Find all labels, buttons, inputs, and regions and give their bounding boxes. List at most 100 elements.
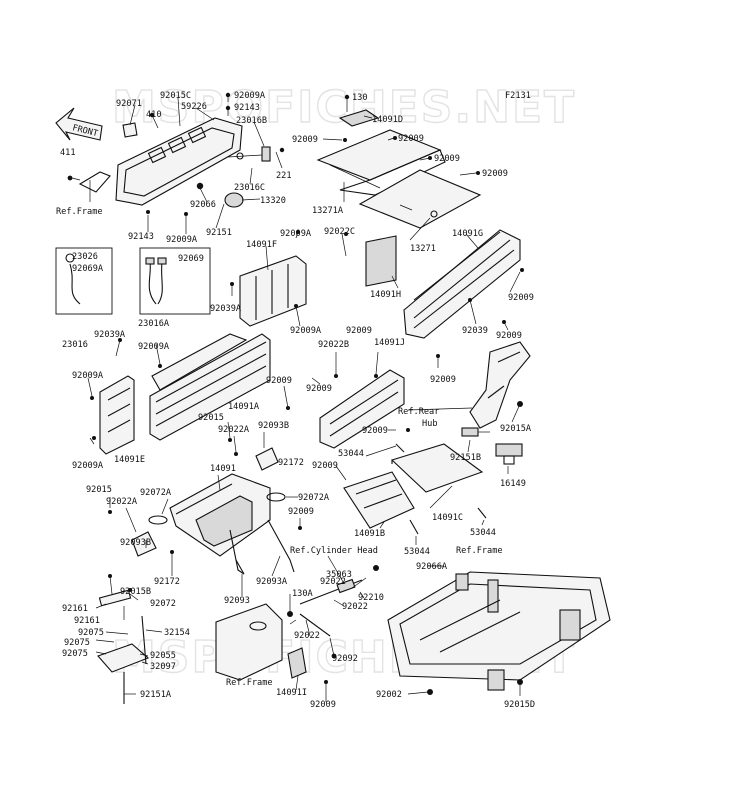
label-92071: 92071 — [116, 99, 142, 109]
label-92009-m: 92009 — [288, 507, 314, 517]
strap-92161 — [98, 589, 132, 607]
label-23016c: 23016C — [234, 183, 265, 193]
clamp-92072a-left — [148, 515, 168, 525]
ref-rear-hub-line1: Ref.Rear — [398, 407, 439, 417]
label-92009a-c: 92009A — [280, 229, 312, 239]
clamp-92072a — [266, 492, 286, 502]
figure-code: F2131 — [505, 91, 531, 101]
label-53044-a: 53044 — [338, 449, 364, 459]
ref-rear-hub-line2: Hub — [422, 419, 438, 429]
cylinder-head-rod — [299, 578, 363, 637]
label-14091: 14091 — [210, 464, 236, 474]
label-92015-b: 92015 — [86, 485, 112, 495]
sensor-13320 — [224, 192, 244, 208]
bolt-32154 — [141, 615, 147, 665]
label-92009-k: 92009 — [362, 426, 388, 436]
label-92066: 92066 — [190, 200, 216, 210]
label-92015c: 92015C — [160, 91, 191, 101]
label-92072a-b: 92072A — [298, 493, 330, 503]
label-32097: 32097 — [150, 662, 176, 672]
label-92009-b: 92009 — [398, 134, 424, 144]
label-92039a-b: 92039A — [94, 330, 126, 340]
ref-frame-bottom: Ref.Frame — [226, 678, 273, 688]
label-92092: 92092 — [332, 654, 358, 664]
lower-left-frame — [215, 603, 307, 681]
label-92009-c: 92009 — [434, 154, 460, 164]
label-92161-a: 92161 — [62, 604, 88, 614]
part-labels: 92071 410 92015C 59226 92009A 92143 2301… — [60, 91, 535, 710]
reference-labels: Ref.Frame Ref.Rear Hub Ref.Cylinder Head… — [56, 207, 503, 688]
label-92009a-top: 92009A — [234, 91, 266, 101]
ref-frame-bracket-1 — [78, 171, 111, 202]
label-32154: 32154 — [164, 628, 190, 638]
label-411: 411 — [60, 148, 76, 158]
front-cover-panel — [115, 117, 243, 206]
label-53044-b: 53044 — [470, 528, 496, 538]
panel-14091j — [319, 369, 405, 449]
label-92015b: 92015B — [120, 587, 151, 597]
label-92009a-e: 92009A — [290, 326, 322, 336]
harness-box-left — [55, 247, 113, 315]
label-92022-a: 92022 — [320, 577, 346, 587]
label-92075-a: 92075 — [78, 628, 104, 638]
label-23016a: 23016A — [138, 319, 170, 329]
label-13271: 13271 — [410, 244, 436, 254]
label-92075-c: 92075 — [62, 649, 88, 659]
stay-92093a — [235, 519, 295, 575]
label-16149: 16149 — [500, 479, 526, 489]
label-92009-g: 92009 — [346, 326, 372, 336]
label-92093: 92093 — [224, 596, 250, 606]
harness-box-right — [139, 247, 211, 315]
label-92009a-g: 92009A — [72, 461, 104, 471]
label-92009-i: 92009 — [266, 376, 292, 386]
label-92009a-b: 92009A — [166, 235, 198, 245]
label-14091d: 14091D — [372, 115, 403, 125]
label-92072: 92072 — [150, 599, 176, 609]
label-92072a-a: 92072A — [140, 488, 172, 498]
label-92009a-f: 92009A — [72, 371, 104, 381]
label-14091g: 14091G — [452, 229, 483, 239]
front-arrow-icon: FRONT — [55, 107, 103, 141]
cover-14091d — [338, 109, 380, 127]
label-92015d: 92015D — [504, 700, 535, 710]
label-92075-b: 92075 — [64, 638, 90, 648]
label-14091c: 14091C — [432, 513, 463, 523]
label-14091e: 14091E — [114, 455, 145, 465]
label-13320: 13320 — [260, 196, 286, 206]
label-92009-d: 92009 — [482, 169, 508, 179]
label-130a: 130A — [292, 589, 314, 599]
label-92015-a: 92015 — [198, 413, 224, 423]
label-92093a: 92093A — [256, 577, 288, 587]
side-panel-14091g — [403, 229, 521, 339]
sensor-23016b — [227, 146, 271, 162]
bracket-92093b — [131, 447, 279, 557]
label-92022a-b: 92022A — [106, 497, 138, 507]
plate-14091c — [390, 443, 484, 493]
label-13271a: 13271A — [312, 206, 344, 216]
plate-13271 — [358, 169, 482, 229]
label-23016b: 23016B — [236, 116, 267, 126]
label-92009-j: 92009 — [306, 384, 332, 394]
label-92022b: 92022B — [318, 340, 349, 350]
label-23016: 23016 — [62, 340, 88, 350]
plate-13271a — [316, 129, 446, 196]
label-92015a: 92015A — [500, 424, 532, 434]
label-92172-a: 92172 — [278, 458, 304, 468]
label-92069: 92069 — [178, 254, 204, 264]
bracket-14091b — [343, 471, 415, 529]
fastener-dots — [67, 92, 524, 695]
label-410: 410 — [146, 110, 162, 120]
label-92009-h: 92009 — [430, 375, 456, 385]
label-92151a: 92151A — [140, 690, 172, 700]
label-92022a-a: 92022A — [218, 425, 250, 435]
label-221: 221 — [276, 171, 292, 181]
label-92055: 92055 — [150, 651, 176, 661]
strip-53044 — [395, 443, 487, 535]
label-92151b: 92151B — [450, 453, 481, 463]
label-92210: 92210 — [358, 593, 384, 603]
rear-hub-arm — [469, 341, 531, 429]
label-92022-b: 92022 — [342, 602, 368, 612]
label-92022c: 92022C — [324, 227, 355, 237]
label-14091f: 14091F — [246, 240, 277, 250]
